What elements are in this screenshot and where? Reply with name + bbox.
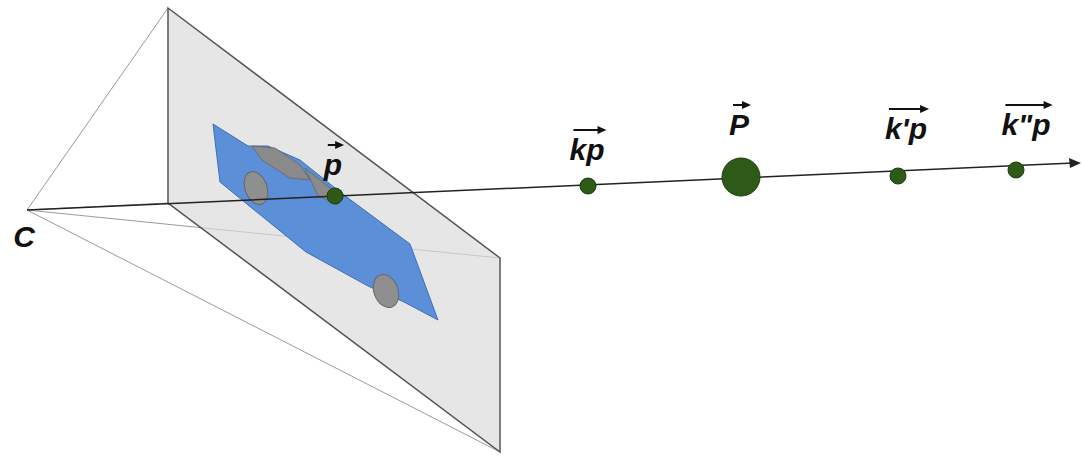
point-label: p: [324, 148, 342, 181]
vector-arrow-head: [335, 141, 344, 149]
vector-arrow: [733, 101, 751, 109]
vector-arrow: [1005, 101, 1052, 109]
vector-arrow: [328, 141, 344, 149]
vector-arrow: [573, 126, 606, 134]
ray-points: [327, 158, 1024, 204]
vector-arrow-head: [742, 101, 751, 109]
projection-ray: [27, 158, 1081, 210]
point-label: kp: [569, 133, 604, 166]
car-image: [213, 124, 438, 320]
point-label: P: [729, 108, 749, 141]
vector-arrow: [889, 105, 929, 113]
vector-arrow-head: [1044, 101, 1053, 109]
point-label: k'p: [885, 112, 927, 145]
image-plane: [168, 8, 500, 452]
vector-arrow-head: [920, 105, 929, 113]
vector-arrow-head: [598, 126, 607, 134]
frustum-lines: [27, 8, 500, 452]
vector-arrow-shaft: [573, 129, 600, 131]
point-label: k"p: [1001, 108, 1050, 141]
vector-arrow-shaft: [1005, 104, 1046, 106]
camera-centre-label: C: [13, 220, 35, 253]
vector-arrow-shaft: [889, 108, 923, 110]
